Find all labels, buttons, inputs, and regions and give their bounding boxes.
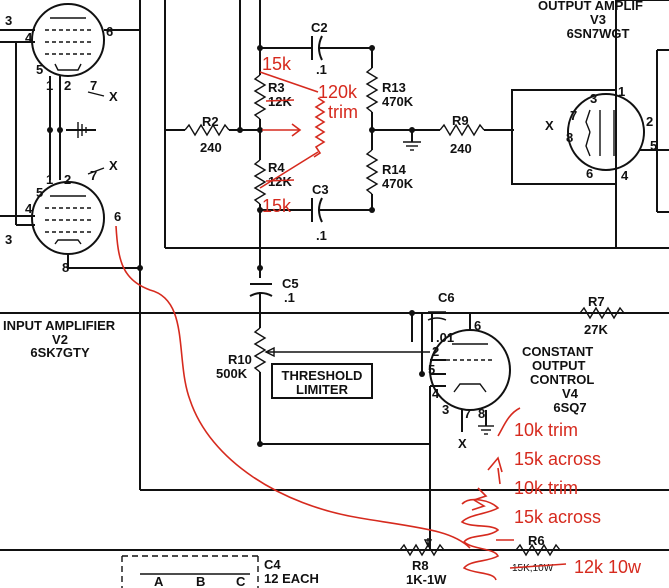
v2l-pin3: 3 <box>5 232 12 247</box>
c4-a: A <box>154 574 164 588</box>
r3-value: 12K <box>268 94 292 109</box>
v2u-pin2: 2 <box>64 78 71 93</box>
c4-value: 12 EACH <box>264 571 319 586</box>
output-amp-tube-type: 6SN7WGT <box>567 26 630 41</box>
c3-label: C3 <box>312 182 329 197</box>
v2l-pin6: 6 <box>114 209 121 224</box>
c6-label: C6 <box>438 290 455 305</box>
const-line3: CONTROL <box>530 372 594 387</box>
threshold-line1: THRESHOLD <box>282 368 363 383</box>
v4-pin8: 8 <box>478 406 485 421</box>
r14-label: R14 <box>382 162 407 177</box>
input-amp-title: INPUT AMPLIFIER <box>3 318 116 333</box>
r13-label: R13 <box>382 80 406 95</box>
note-1: 10k trim <box>514 420 578 440</box>
v4-pin2: 2 <box>432 344 439 359</box>
c4-b: B <box>196 574 205 588</box>
output-amp-tube: V3 <box>590 12 606 27</box>
const-tube-type: 6SQ7 <box>553 400 586 415</box>
c4-label: C4 <box>264 557 281 572</box>
note-3: 10k trim <box>514 478 578 498</box>
r10-value: 500K <box>216 366 248 381</box>
r8-value: 1K-1W <box>406 572 447 587</box>
v3-x: X <box>545 118 554 133</box>
v2-upper-tube-section <box>31 3 105 77</box>
r14-value: 470K <box>382 176 414 191</box>
r9-value: 240 <box>450 141 472 156</box>
r7-value: 27K <box>584 322 608 337</box>
v3-pin3: 3 <box>590 91 597 106</box>
r4-replacement: 15k <box>262 196 292 216</box>
v3-pin2: 2 <box>646 114 653 129</box>
v3-pin6: 6 <box>586 166 593 181</box>
v3-pin7: 7 <box>570 108 577 123</box>
annotation-overlay <box>115 71 521 581</box>
r3-label: R3 <box>268 80 285 95</box>
v3-pin1: 1 <box>618 84 625 99</box>
v2l-pin2: 2 <box>64 172 71 187</box>
r9-label: R9 <box>452 113 469 128</box>
v2-lower-tube-section <box>31 181 105 255</box>
input-amp-tube: V2 <box>52 332 68 347</box>
v4-pin6: 6 <box>474 318 481 333</box>
r7-label: R7 <box>588 294 605 309</box>
r6-replacement: 12k 10w <box>574 557 642 577</box>
r2-value: 240 <box>200 140 222 155</box>
c5-label: C5 <box>282 276 299 291</box>
v4-x: X <box>458 436 467 451</box>
v4-tube <box>429 329 511 411</box>
r4-value: 12K <box>268 174 292 189</box>
v3-pin4: 4 <box>621 168 629 183</box>
r3-replacement: 15k <box>262 54 292 74</box>
trim-value: 120k <box>318 82 358 102</box>
v2l-pin1: 1 <box>46 172 53 187</box>
v2l-pin4: 4 <box>25 201 33 216</box>
r6-value: 15K,10W <box>512 563 554 574</box>
v2l-pin8: 8 <box>62 260 69 275</box>
threshold-line2: LIMITER <box>296 382 349 397</box>
v3-pin8: 8 <box>566 130 573 145</box>
v2l-pin5: 5 <box>36 185 43 200</box>
v2l-pin7: 7 <box>90 168 97 183</box>
v3-pin5: 5 <box>650 138 657 153</box>
c2-value: .1 <box>316 62 327 77</box>
output-amp-title: OUTPUT AMPLIF <box>538 0 643 13</box>
r10-label: R10 <box>228 352 252 367</box>
v2u-pin7: 7 <box>90 78 97 93</box>
v2l-x: X <box>109 158 118 173</box>
v2u-pin4: 4 <box>25 30 33 45</box>
v4-pin5: 5 <box>428 362 435 377</box>
v3-tube <box>567 93 645 171</box>
note-4: 15k across <box>514 507 601 527</box>
const-line2: OUTPUT <box>532 358 586 373</box>
v4-pin4: 4 <box>432 386 440 401</box>
c5-value: .1 <box>284 290 295 305</box>
c3-value: .1 <box>316 228 327 243</box>
r8-label: R8 <box>412 558 429 573</box>
r6-label: R6 <box>528 533 545 548</box>
v2u-pin5: 5 <box>36 62 43 77</box>
note-2: 15k across <box>514 449 601 469</box>
r2-label: R2 <box>202 114 219 129</box>
v2u-pin3: 3 <box>5 13 12 28</box>
r4-label: R4 <box>268 160 285 175</box>
const-tube: V4 <box>562 386 579 401</box>
v4-pin7: 7 <box>464 406 471 421</box>
trim-word: trim <box>328 102 358 122</box>
v4-pin3: 3 <box>442 402 449 417</box>
input-amp-tube-type: 6SK7GTY <box>30 345 90 360</box>
c4-c: C <box>236 574 246 588</box>
v2u-pin6: 6 <box>106 24 113 39</box>
r13-value: 470K <box>382 94 414 109</box>
v2u-x: X <box>109 89 118 104</box>
const-line1: CONSTANT <box>522 344 593 359</box>
c2-label: C2 <box>311 20 328 35</box>
v2u-pin1: 1 <box>46 78 53 93</box>
